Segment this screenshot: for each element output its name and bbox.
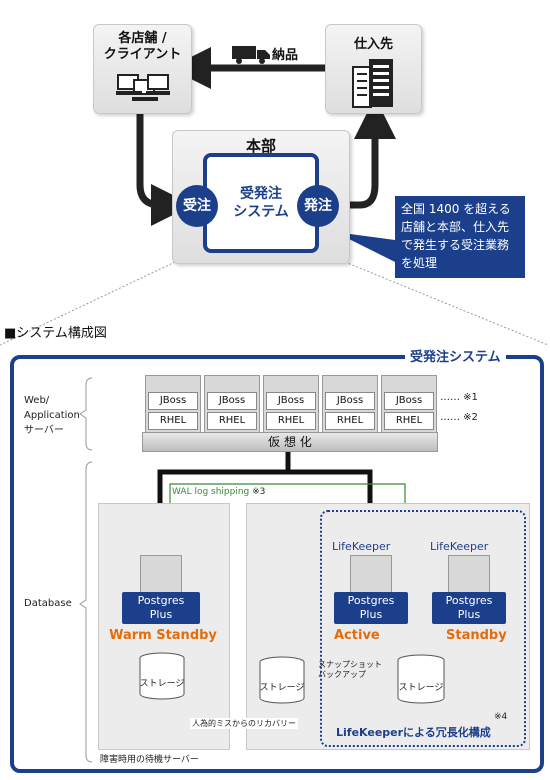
supplier-box: 仕入先 [325,24,422,114]
order-place-badge: 発注 [297,185,339,227]
delivery-label: 納品 [272,48,299,63]
virtualization-bar: 仮 想 化 [142,432,438,452]
system-box: 受発注 システム [203,153,319,253]
cluster-panel [246,503,530,750]
jboss-label: JBoss [207,392,257,410]
db-bracket [79,461,93,763]
lifekeeper-label-1: LifeKeeper [332,540,391,553]
active-status: Active [334,628,380,643]
zoom-line-left [0,261,176,346]
system-frame [10,355,544,773]
callout-box: 全国 1400 を超える店舗と本部、仕入先で発生する受注業務を処理 [395,196,525,278]
jboss-label: JBoss [266,392,316,410]
web-server-4: JBoss RHEL [322,375,378,433]
cluster-frame [320,510,526,747]
order-out-arrow [348,97,396,209]
shared-storage-label: ストレージ [398,683,444,693]
rhel-label: RHEL [207,412,257,430]
active-server-icon [350,555,392,597]
pc-icon [112,73,172,111]
warm-storage-label: ストレージ [139,679,185,689]
snapshot-storage-label: ストレージ [259,683,305,693]
truck-icon [232,44,272,70]
system-frame-title: 受発注システム [405,346,506,365]
recovery-label: 人為的ミスからのリカバリー [190,718,298,729]
store-box: 各店舗 / クライアント [93,24,192,114]
rhel-label: RHEL [266,412,316,430]
warm-storage [138,652,186,700]
zoom-line-right [344,261,549,346]
standby-server-caption: 障害時用の待機サーバー [100,755,199,765]
cluster-caption: LifeKeeperによる冗長化構成 [336,726,491,739]
supplier-label: 仕入先 [353,37,393,52]
order-in-arrow [136,112,193,226]
jboss-label: JBoss [384,392,434,410]
section-title: ■システム構成図 [4,326,107,341]
jboss-label: JBoss [325,392,375,410]
web-server-5: JBoss RHEL [381,375,437,433]
rhel-label: RHEL [384,412,434,430]
snapshot-storage [258,656,306,704]
lifekeeper-label-2: LifeKeeper [430,540,489,553]
rhel-label: RHEL [148,412,198,430]
note-2: …… ※2 [440,412,478,423]
wal-text: WAL log shipping [172,487,250,497]
note-1: …… ※1 [440,392,478,403]
web-layer-label: Web/ Application サーバー [24,395,80,436]
standby-status: Standby [446,628,507,643]
jboss-label: JBoss [148,392,198,410]
warm-standby-panel [98,503,230,750]
active-db-badge: Postgres Plus [334,592,408,624]
warm-server-icon [140,555,182,597]
hq-label: 本部 [245,137,276,155]
system-label: 受発注 システム [233,186,289,220]
snapshot-label: スナップショット バックアップ [318,660,382,679]
db-layer-label: Database [24,598,72,609]
web-server-2: JBoss RHEL [204,375,260,433]
order-receive-badge: 受注 [176,185,218,227]
web-server-3: JBoss RHEL [263,375,319,433]
wal-note: ※3 [252,487,266,497]
standby-db-badge: Postgres Plus [432,592,506,624]
standby-server-icon [448,555,490,597]
cluster-note: ※4 [494,712,508,722]
web-server-1: JBoss RHEL [145,375,201,433]
building-icon [351,57,397,113]
web-servers: JBoss RHEL JBoss RHEL JBoss RHEL JBoss R… [145,375,437,435]
warm-db-badge: Postgres Plus [122,592,200,624]
rhel-label: RHEL [325,412,375,430]
store-label: 各店舗 / クライアント [103,31,182,62]
callout-pointer [335,232,395,262]
warm-status: Warm Standby [109,628,217,643]
web-bracket [79,377,93,451]
shared-storage [396,654,446,704]
wal-label: WAL log shipping ※3 [172,487,265,497]
